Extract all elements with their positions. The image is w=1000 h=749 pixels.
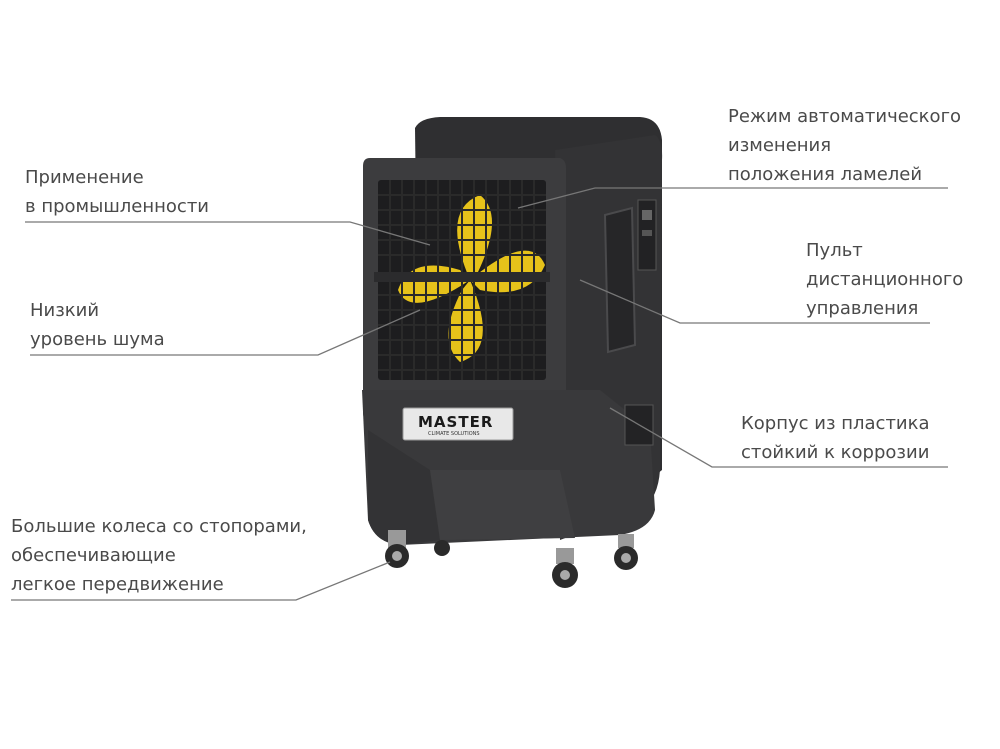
brand-logo: MASTER xyxy=(418,413,493,431)
leader-line-wheels xyxy=(11,561,391,601)
callout-line: Большие колеса со стопорами, xyxy=(11,516,307,537)
leader-line-auto xyxy=(517,187,948,209)
callout-remote: Пульт дистанционного управления xyxy=(806,236,963,323)
callout-line: изменения xyxy=(728,135,832,156)
side-handle xyxy=(603,206,637,354)
callout-line: обеспечивающие xyxy=(11,545,176,566)
callout-industry: Применение в промышленности xyxy=(25,163,209,221)
callout-line: положения ламелей xyxy=(728,164,923,185)
callout-line: Режим автоматического xyxy=(728,106,962,127)
leader-lines xyxy=(11,187,948,601)
callout-line: Низкий xyxy=(30,300,100,321)
grille-divider xyxy=(374,272,550,282)
callout-line: Корпус из пластика xyxy=(741,413,930,434)
control-display xyxy=(642,210,652,220)
callout-wheels: Большие колеса со стопорами, обеспечиваю… xyxy=(11,512,307,599)
callout-line: в промышленности xyxy=(25,196,210,217)
wheel xyxy=(552,548,578,588)
callout-line: Применение xyxy=(25,167,144,188)
callout-line: дистанционного xyxy=(806,269,964,290)
wheel xyxy=(385,530,409,568)
wheel xyxy=(434,540,450,556)
callout-noise: Низкий уровень шума xyxy=(30,296,165,354)
brand-plate xyxy=(402,407,514,441)
callout-line: стойкий к коррозии xyxy=(741,442,930,463)
leader-line-noise xyxy=(30,309,421,356)
leader-line-remote xyxy=(579,279,930,324)
cooler-base-facet xyxy=(368,430,440,545)
wheel xyxy=(614,534,638,570)
callout-line: легкое передвижение xyxy=(11,574,224,595)
control-button xyxy=(642,230,652,236)
cooler-base-facet xyxy=(430,470,575,540)
callout-line: Пульт xyxy=(806,240,863,261)
callout-body: Корпус из пластика стойкий к коррозии xyxy=(741,409,930,467)
brand-subtitle: CLIMATE SOLUTIONS xyxy=(428,431,480,437)
callout-auto-louvers: Режим автоматического изменения положени… xyxy=(728,102,961,189)
leader-line-body xyxy=(609,407,948,468)
callout-line: управления xyxy=(806,298,919,319)
leader-line-industry xyxy=(25,221,431,246)
callout-line: уровень шума xyxy=(30,329,165,350)
